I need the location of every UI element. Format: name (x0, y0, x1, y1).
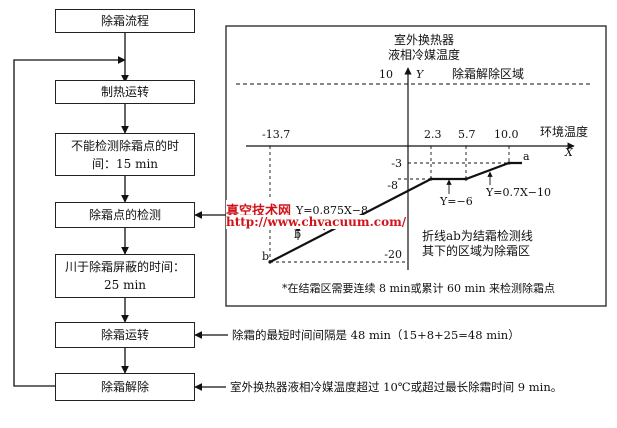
chart-footnote: *在结霜区需要连续 8 min或累计 60 min 来检测除霜点 (282, 281, 555, 295)
x-unit-label: 环境温度 (540, 124, 588, 139)
flow-step-label: 除霜流程 (100, 14, 149, 28)
frost-line-point (268, 260, 272, 264)
flow-step-defrost-run: 除霜运转 (55, 322, 195, 348)
flow-step-mask-time: 川于除霜屏蔽的时间：25 min (55, 254, 195, 298)
region-note-1: 折线ab为结霜检测线 (422, 228, 533, 243)
chart-title-line2: 液相冷媒温度 (388, 47, 460, 62)
flow-step-no-detect-time: 不能检测除霜点的时间：15 min (55, 133, 195, 176)
y-axis-label: Y (416, 68, 425, 81)
y-tick-neg20: -20 (384, 248, 402, 261)
x-axis-label: X (564, 146, 574, 159)
frost-line-point (507, 161, 511, 165)
flow-step-detect-point: 除霜点的检测 (55, 202, 195, 228)
eq-flat-label: Y=−6 (439, 195, 473, 208)
eq-left-label: Y=0.875X−8 (295, 204, 368, 217)
point-b-mid-label: b (294, 228, 301, 241)
flow-step-label: 制热运转 (100, 85, 149, 99)
point-a-label: a (523, 150, 530, 163)
flow-step-label: 川于除霜屏蔽的时间：25 min (64, 260, 185, 292)
frost-line-point (464, 177, 468, 181)
flow-step-label: 除霜点的检测 (88, 208, 161, 222)
release-zone-label: 除霜解除区域 (452, 66, 524, 81)
flow-step-start: 除霜流程 (55, 9, 195, 33)
eq-right-label: Y=0.7X−10 (485, 186, 551, 199)
x-tick-neg13-7: -13.7 (262, 128, 290, 141)
x-tick-10-0: 10.0 (494, 128, 519, 141)
x-tick-5-7: 5.7 (458, 128, 476, 141)
flow-step-label: 除霜解除 (100, 380, 149, 394)
chart-guides (269, 146, 510, 263)
region-note-2: 其下的区域为除霜区 (422, 243, 530, 258)
y-tick-neg8: -8 (387, 179, 398, 192)
note-release-condition: 室外换热器液相冷媒温度超过 10℃或超过最长除霜时间 9 min。 (230, 380, 563, 394)
flow-step-heating: 制热运转 (55, 80, 195, 104)
chart-frame (225, 25, 607, 307)
y-tick-neg3: -3 (391, 157, 402, 170)
frost-line-point (429, 177, 433, 181)
point-b-end-label: b (262, 250, 269, 263)
x-tick-2-3: 2.3 (424, 128, 442, 141)
y-tick-10: 10 (379, 68, 393, 81)
flow-step-label: 除霜运转 (100, 328, 149, 342)
note-min-interval: 除霜的最短时间间隔是 48 min（15+8+25=48 min） (232, 328, 520, 342)
flow-step-defrost-release: 除霜解除 (55, 373, 195, 401)
watermark-url: http://www.chvacuum.com/ (226, 215, 407, 229)
chart-title-line1: 室外换热器 (394, 32, 454, 47)
flow-step-label: 不能检测除霜点的时间：15 min (70, 138, 179, 171)
